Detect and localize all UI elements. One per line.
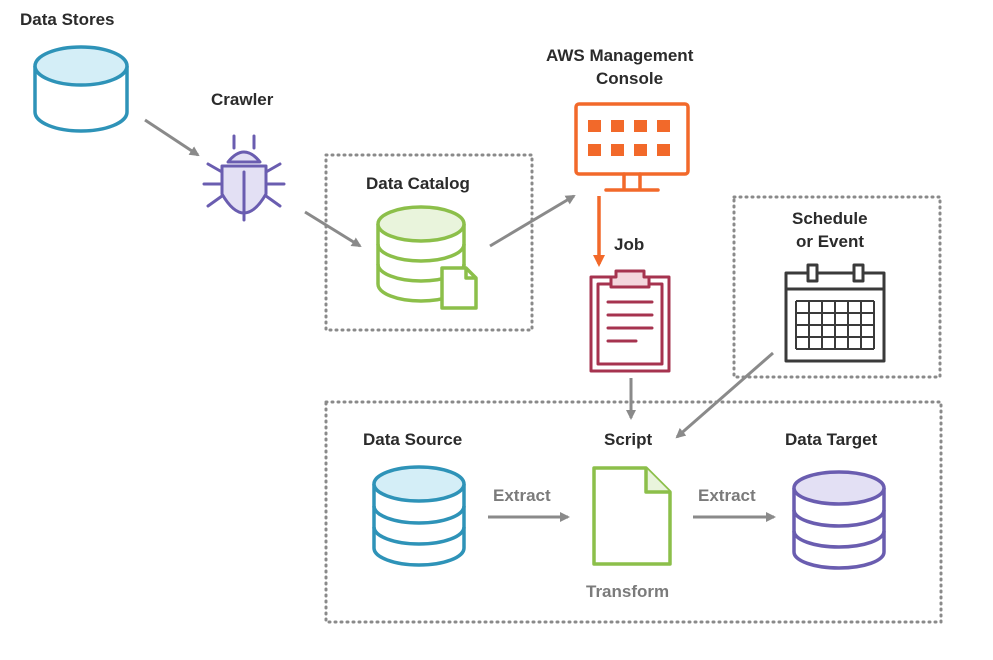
label-data-target: Data Target bbox=[785, 430, 878, 449]
label-schedule-line2: or Event bbox=[796, 232, 865, 251]
arrow-catalog-to-console bbox=[489, 194, 576, 248]
label-data-stores: Data Stores bbox=[20, 10, 115, 29]
label-data-source: Data Source bbox=[363, 430, 463, 449]
database-icon bbox=[372, 465, 466, 567]
label-script: Script bbox=[604, 430, 653, 449]
database-document-icon bbox=[376, 205, 478, 310]
label-extract-right: Extract bbox=[698, 486, 756, 505]
calendar-icon bbox=[784, 263, 886, 363]
label-schedule-line1: Schedule bbox=[792, 209, 868, 228]
clipboard-icon bbox=[589, 269, 671, 373]
arrow-stores-to-crawler bbox=[144, 118, 200, 157]
monitor-icon bbox=[574, 102, 690, 192]
label-job: Job bbox=[614, 235, 645, 254]
document-icon bbox=[592, 466, 672, 566]
label-extract-left: Extract bbox=[493, 486, 551, 505]
schedule-group-box bbox=[732, 195, 942, 379]
database-icon bbox=[792, 470, 886, 570]
label-data-catalog: Data Catalog bbox=[366, 174, 470, 193]
data-catalog-group-box bbox=[324, 153, 534, 332]
arrow-schedule-to-script bbox=[675, 351, 774, 439]
etl-group-box bbox=[324, 400, 943, 624]
label-crawler: Crawler bbox=[211, 90, 274, 109]
bug-icon bbox=[202, 134, 286, 222]
label-aws-console-line2: Console bbox=[596, 69, 664, 88]
label-aws-console-line1: AWS Management bbox=[546, 46, 694, 65]
database-icon bbox=[33, 45, 129, 133]
arrow-crawler-to-catalog bbox=[304, 210, 362, 248]
label-transform: Transform bbox=[586, 582, 670, 601]
